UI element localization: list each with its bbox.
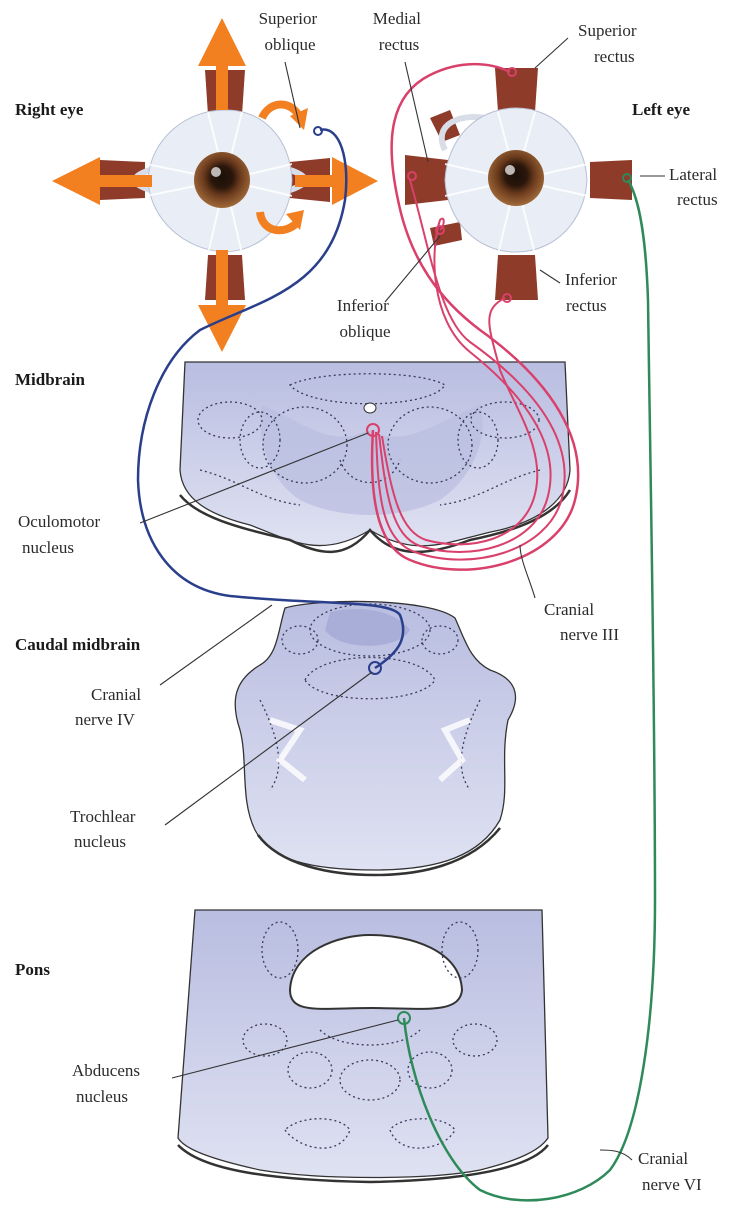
lateral-rectus-label: Lateral rectus bbox=[669, 165, 721, 209]
inferior-oblique-label: Inferior oblique bbox=[337, 296, 393, 341]
superior-rectus-label-line1: Superior bbox=[578, 21, 637, 40]
superior-rectus-label-line2: rectus bbox=[594, 47, 635, 66]
cerebral-aqueduct-midbrain bbox=[364, 403, 376, 413]
superior-oblique-label-line1: Superior bbox=[259, 9, 318, 28]
superior-oblique-label-line2: oblique bbox=[265, 35, 316, 54]
caudal-midbrain-header: Caudal midbrain bbox=[15, 635, 141, 654]
inferior-rectus-label: Inferior rectus bbox=[565, 270, 621, 315]
left-eye-iris bbox=[488, 150, 544, 206]
midbrain-header: Midbrain bbox=[15, 370, 85, 389]
pons-section bbox=[178, 910, 548, 1182]
trochlear-nucleus-label-line1: Trochlear bbox=[70, 807, 136, 826]
superior-rectus-label: Superior rectus bbox=[578, 21, 641, 66]
oculomotor-nucleus-label-line2: nucleus bbox=[22, 538, 74, 557]
oculomotor-nucleus-label-line1: Oculomotor bbox=[18, 512, 100, 531]
oculomotor-nucleus-label: Oculomotor nucleus bbox=[18, 512, 104, 557]
trochlear-nucleus-label-line2: nucleus bbox=[74, 832, 126, 851]
cranial-nerve-iv-label-line1: Cranial bbox=[91, 685, 141, 704]
medial-rectus-label-line1: Medial bbox=[373, 9, 421, 28]
right-eye-iris bbox=[194, 152, 250, 208]
inferior-oblique-label-line2: oblique bbox=[340, 322, 391, 341]
inferior-rectus-muscle-left bbox=[495, 255, 538, 300]
pons-header: Pons bbox=[15, 960, 50, 979]
right-eye-header: Right eye bbox=[15, 100, 84, 119]
inferior-rectus-label-line1: Inferior bbox=[565, 270, 617, 289]
trochlear-nucleus-label: Trochlear nucleus bbox=[70, 807, 140, 851]
cranial-nerve-vi-label: Cranial nerve VI bbox=[638, 1149, 702, 1194]
inferior-rectus-label-line2: rectus bbox=[566, 296, 607, 315]
superior-oblique-label: Superior oblique bbox=[259, 9, 322, 54]
superior-rectus-muscle-left bbox=[495, 68, 538, 112]
abducens-nucleus-label-line1: Abducens bbox=[72, 1061, 140, 1080]
lateral-rectus-label-line1: Lateral bbox=[669, 165, 717, 184]
cranial-nerve-iii-label: Cranial nerve III bbox=[544, 600, 619, 644]
left-eye bbox=[405, 68, 632, 300]
inferior-oblique-label-line1: Inferior bbox=[337, 296, 389, 315]
cranial-nerve-vi-label-line1: Cranial bbox=[638, 1149, 688, 1168]
cranial-nerve-vi-label-line2: nerve VI bbox=[642, 1175, 702, 1194]
abducens-nucleus-label-line2: nucleus bbox=[76, 1087, 128, 1106]
cranial-nerve-iv-label: Cranial nerve IV bbox=[75, 685, 145, 729]
cranial-nerve-iii-label-line2: nerve III bbox=[560, 625, 619, 644]
abducens-nucleus-label: Abducens nucleus bbox=[72, 1061, 144, 1106]
medial-rectus-label-line2: rectus bbox=[379, 35, 420, 54]
lateral-rectus-label-line2: rectus bbox=[677, 190, 718, 209]
cranial-nerve-iii-label-line1: Cranial bbox=[544, 600, 594, 619]
lateral-rectus-muscle-left bbox=[590, 160, 632, 200]
medial-rectus-label: Medial rectus bbox=[373, 9, 425, 54]
caudal-midbrain-section bbox=[235, 601, 515, 875]
cranial-nerve-iv-label-line2: nerve IV bbox=[75, 710, 136, 729]
left-eye-header: Left eye bbox=[632, 100, 691, 119]
